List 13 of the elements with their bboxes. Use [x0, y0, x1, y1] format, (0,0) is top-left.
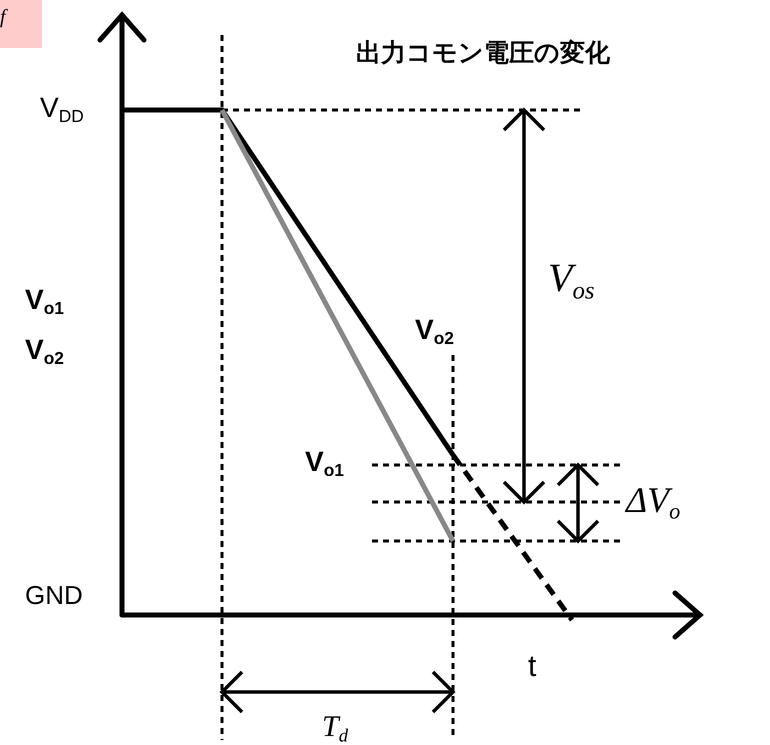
math-label: ΔV$_{o}$	[626, 482, 680, 523]
note-box	[0, 0, 42, 48]
axis-label: GND	[25, 582, 83, 608]
axis-label: V$_{o1}$	[25, 286, 64, 318]
axis-label: V$_{o2}$	[25, 336, 64, 368]
axis-label: V$_{o1}$	[305, 448, 344, 480]
math-label: V$_{os}$	[548, 258, 594, 304]
axis-label: V$_{o2}$	[415, 316, 454, 348]
note-text: f	[0, 6, 6, 29]
math-label: T$_{d}$	[322, 712, 348, 745]
axis-label: V$_{DD}$	[40, 94, 84, 126]
axis-label: t	[528, 652, 536, 682]
title: 出力コモン電圧の変化	[356, 37, 610, 69]
